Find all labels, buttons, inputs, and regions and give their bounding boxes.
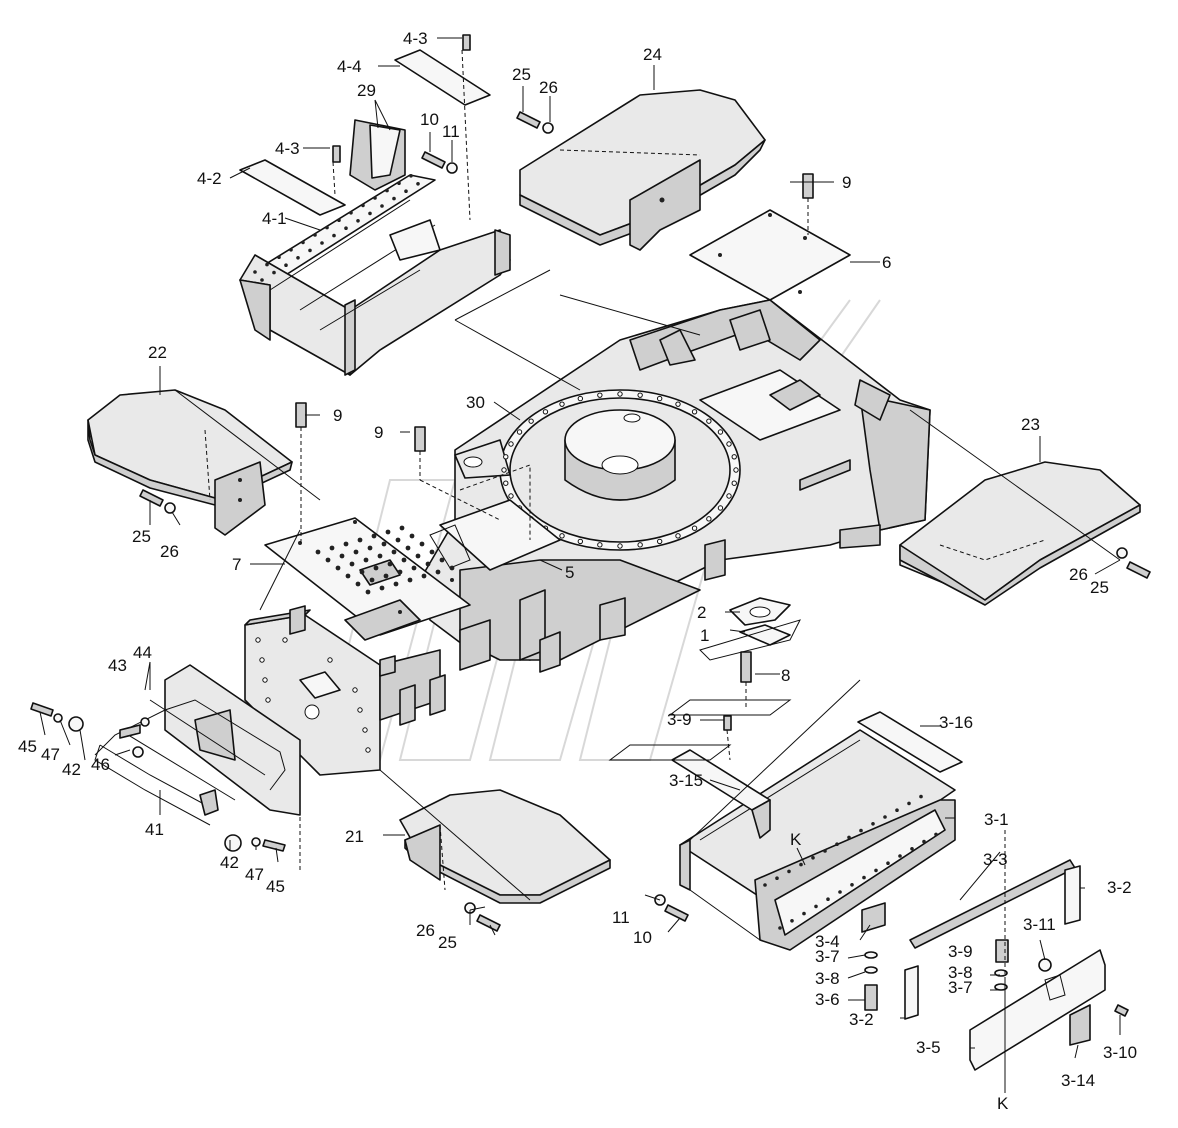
callout-43: 43 [108,656,127,675]
callout-3-16: 3-16 [939,713,973,732]
callout-3-6: 3-6 [815,990,840,1009]
callout-26: 26 [539,78,558,97]
fender-21 [399,789,611,904]
plate-3-5 [969,949,1106,1071]
callout-2: 2 [697,603,706,622]
callout-3-1: 3-1 [984,810,1009,829]
plate-4-4 [394,49,491,106]
callout-25: 25 [438,933,457,952]
callout-4-3: 4-3 [275,139,300,158]
callout-3-2: 3-2 [849,1010,874,1029]
callout-26: 26 [160,542,179,561]
callout-3-7: 3-7 [815,947,840,966]
callout-26: 26 [1069,565,1088,584]
callout-11: 11 [612,908,630,927]
callout-7: 7 [232,555,241,574]
callout-10: 10 [420,110,439,129]
plate-3-16 [857,711,963,773]
cover-plate-6 [689,209,851,301]
step-box-4-holes [253,174,420,282]
step-box-3-1 [679,729,956,951]
step-box-4 [239,119,511,376]
callout-45: 45 [18,737,37,756]
callout-8: 8 [781,666,790,685]
callout-5: 5 [565,563,574,582]
callout-1: 1 [700,626,709,645]
slew-ring-30 [454,389,741,551]
rear-plate-holes [255,637,371,753]
callout-4-3: 4-3 [403,29,428,48]
callout-3-5: 3-5 [916,1038,941,1057]
callout-3-4: 3-4 [815,932,840,951]
callout-9: 9 [842,173,851,192]
callout-3-14: 3-14 [1061,1071,1095,1090]
fender-24 [519,89,766,251]
callout-3-10: 3-10 [1103,1043,1137,1062]
plate-4-2 [239,159,346,216]
callout-3-15: 3-15 [669,771,703,790]
callout-K: K [790,830,802,849]
callout-10: 10 [633,928,652,947]
callout-4-4: 4-4 [337,57,362,76]
callout-labels: 4-3 4-4 29 25 26 24 10 11 4-3 4-2 4-1 9 … [18,29,1137,1113]
callout-3-8: 3-8 [815,969,840,988]
callout-21: 21 [345,827,364,846]
callout-3-9: 3-9 [948,942,973,961]
callout-47: 47 [245,865,264,884]
gasket-1 [739,624,791,646]
callout-42: 42 [62,760,81,779]
strip-3-2 [904,865,1081,1020]
callout-9: 9 [374,423,383,442]
callout-47: 47 [41,745,60,764]
step-box-3-1-holes [763,794,938,930]
callout-29: 29 [357,81,376,100]
callout-3-9: 3-9 [667,710,692,729]
callout-3-11: 3-11 [1023,915,1056,934]
callout-26: 26 [416,921,435,940]
fender-22 [87,389,293,536]
callout-3-2: 3-2 [1107,878,1132,897]
slew-ring-bolt-holes [501,391,739,549]
callout-3-7: 3-7 [948,978,973,997]
callout-45: 45 [266,877,285,896]
callout-3-8: 3-8 [948,963,973,982]
callout-46: 46 [91,755,110,774]
bolts-and-washers [30,34,1151,1017]
callout-4-2: 4-2 [197,169,222,188]
fender-23 [899,461,1141,606]
strip-3-3 [909,859,1076,949]
callout-11: 11 [442,122,460,141]
callout-25: 25 [1090,578,1109,597]
callout-23: 23 [1021,415,1040,434]
callout-24: 24 [643,45,662,64]
callout-30: 30 [466,393,485,412]
plate-3-15 [671,749,771,839]
callout-4-1: 4-1 [262,209,287,228]
callout-K: K [997,1094,1009,1113]
callout-25: 25 [512,65,531,84]
callout-41: 41 [145,820,164,839]
step-frame-41 [94,664,301,826]
gasket-2 [729,597,791,626]
callout-25: 25 [132,527,151,546]
leader-lines [39,37,1121,1093]
callout-3-3: 3-3 [983,850,1008,869]
callout-44: 44 [133,643,152,662]
rear-plate-assembly [244,539,726,776]
grill-plate-holes [315,525,455,595]
callout-9: 9 [333,406,342,425]
callout-22: 22 [148,343,167,362]
callout-6: 6 [882,253,891,272]
callout-42: 42 [220,853,239,872]
